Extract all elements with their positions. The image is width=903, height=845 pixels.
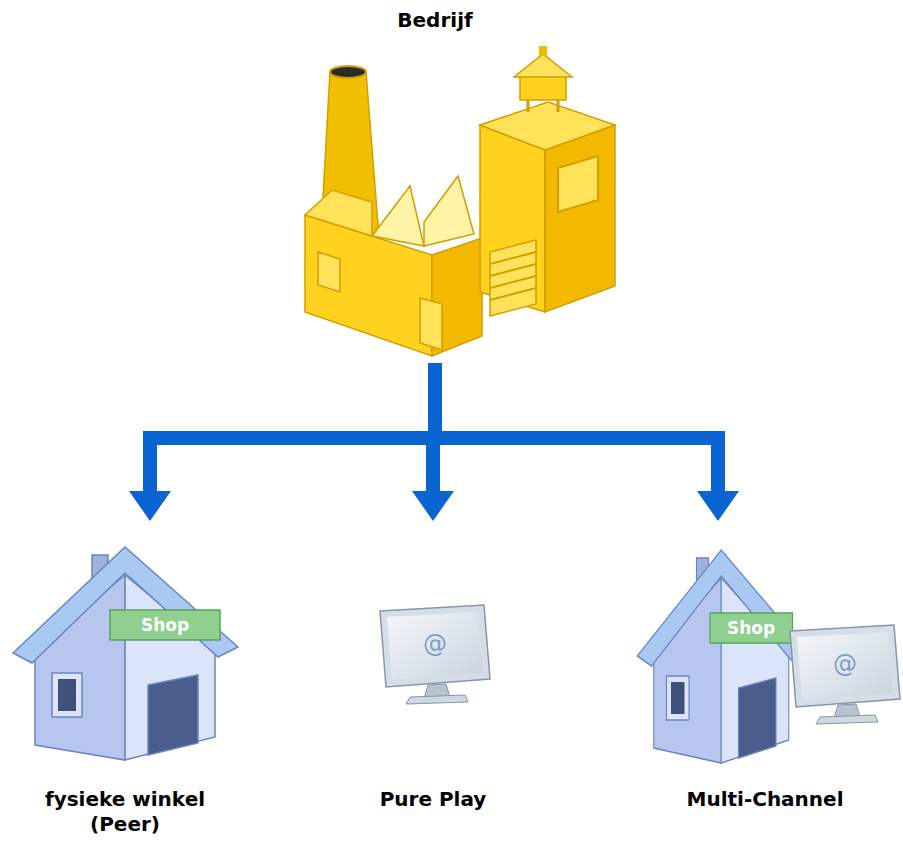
shop-icon	[637, 550, 806, 763]
factory-icon	[305, 46, 615, 356]
company-node: Bedrijf	[290, 8, 580, 370]
shop-icon	[13, 547, 238, 760]
computer-icon	[380, 605, 490, 704]
computer-icon	[790, 625, 900, 724]
branch-arrow	[129, 370, 435, 521]
channel-node: Shopfysieke winkel (Peer)	[25, 525, 275, 840]
node-label: Multi-Channel	[635, 787, 895, 812]
branch-arrow	[435, 370, 739, 521]
channel-node: Shop@Multi-Channel	[630, 525, 806, 815]
shop-sign-text: Shop	[110, 610, 220, 640]
node-label: fysieke winkel (Peer)	[10, 787, 240, 837]
node-label: Bedrijf	[290, 8, 580, 33]
shop-sign-text: Shop	[710, 613, 792, 643]
screen-symbol: @	[415, 629, 455, 659]
screen-symbol: @	[825, 649, 865, 679]
channel-node: @ Pure Play	[333, 525, 533, 815]
node-label: Pure Play	[333, 787, 533, 812]
